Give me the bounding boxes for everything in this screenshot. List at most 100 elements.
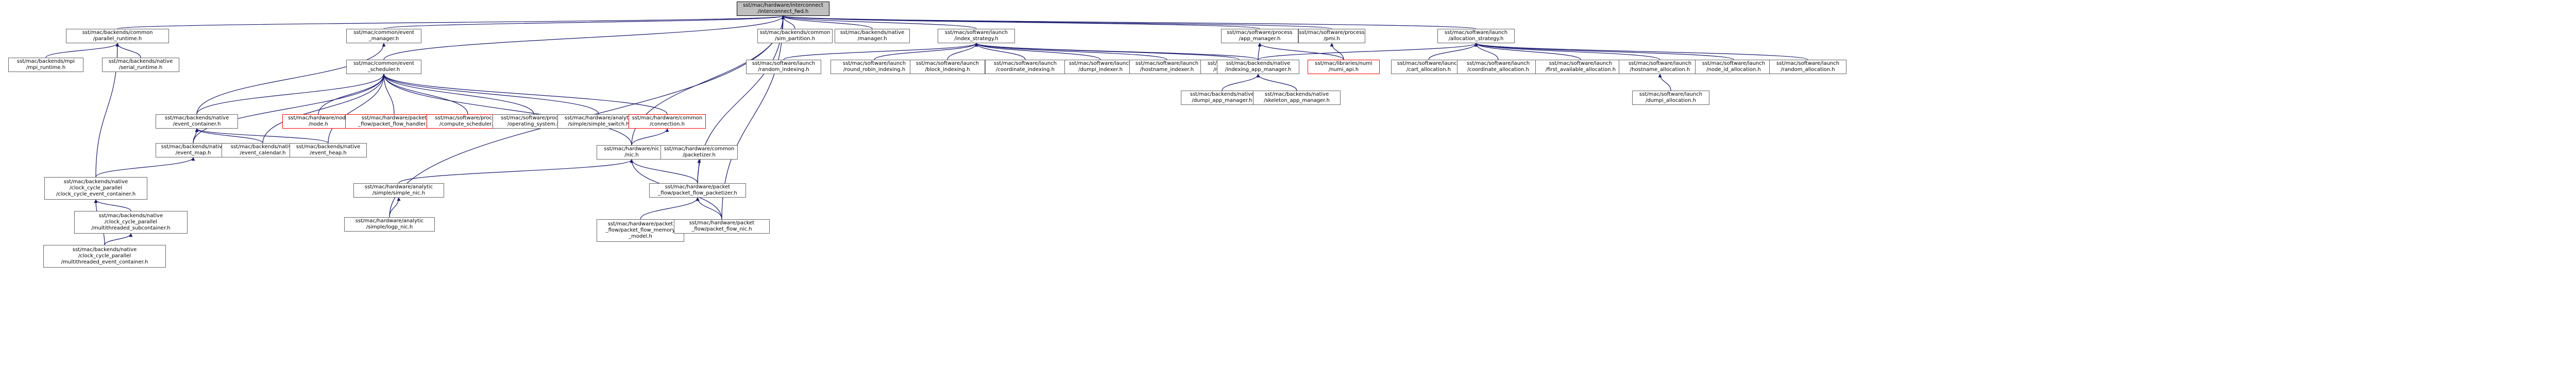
node-label-line: sst/mac/hardware/packet bbox=[607, 221, 673, 227]
node-label-line: sst/mac/software/launch bbox=[1628, 61, 1692, 66]
node-dam[interactable]: sst/mac/backends/native/dumpi_app_manage… bbox=[1181, 91, 1263, 105]
node-label-line: sst/mac/hardware/packet bbox=[689, 220, 755, 226]
node-didx[interactable]: sst/mac/software/launch/dumpi_indexer.h bbox=[1064, 60, 1137, 74]
node-hwnode[interactable]: sst/mac/hardware/node/node.h bbox=[282, 114, 354, 129]
node-dumpialloc[interactable]: sst/mac/software/launch/dumpi_allocation… bbox=[1632, 91, 1709, 105]
node-nativemgr[interactable]: sst/mac/backends/native/manager.h bbox=[835, 29, 910, 43]
node-label-line: /coordinate_allocation.h bbox=[1467, 67, 1529, 73]
edge-evsched-to-root bbox=[383, 15, 785, 60]
node-ssw[interactable]: sst/mac/hardware/analytic/simple/simple_… bbox=[557, 114, 640, 129]
node-label-line: /operating_system.h bbox=[507, 121, 561, 127]
node-hidx[interactable]: sst/mac/software/launch/hostname_indexer… bbox=[1129, 60, 1205, 74]
node-mts[interactable]: sst/mac/backends/native/clock_cycle_para… bbox=[74, 211, 188, 234]
node-label-line: _model.h bbox=[629, 234, 652, 239]
edge-appmgr-to-root bbox=[781, 15, 1260, 29]
node-pr[interactable]: sst/mac/backends/common/parallel_runtime… bbox=[66, 29, 169, 43]
node-nim[interactable]: sst/mac/backends/native/indexing_app_man… bbox=[1217, 60, 1299, 74]
node-serial[interactable]: sst/mac/backends/native/serial_runtime.h bbox=[102, 58, 179, 72]
node-root[interactable]: sst/mac/hardware/interconnect/interconne… bbox=[737, 2, 829, 16]
node-ccp[interactable]: sst/mac/backends/native/clock_cycle_para… bbox=[44, 177, 147, 200]
edge-hwnode-to-evsched bbox=[318, 74, 386, 115]
node-idxstrat[interactable]: sst/mac/software/launch/index_strategy.h bbox=[938, 29, 1015, 43]
node-label-line: sst/mac/software/launch bbox=[1549, 61, 1613, 66]
node-conn[interactable]: sst/mac/hardware/common/connection.h bbox=[629, 114, 706, 129]
node-evheap[interactable]: sst/mac/backends/native/event_heap.h bbox=[290, 143, 367, 157]
node-label-line: sst/mac/hardware/common bbox=[664, 146, 735, 152]
node-label-line: /skeleton_app_manager.h bbox=[1264, 98, 1330, 103]
node-label-line: /dumpi_app_manager.h bbox=[1192, 98, 1252, 103]
node-nic[interactable]: sst/mac/hardware/nic/nic.h bbox=[597, 145, 667, 160]
node-mpiru[interactable]: sst/mac/backends/mpi/mpi_runtime.h bbox=[8, 58, 83, 72]
node-mtec[interactable]: sst/mac/backends/native/clock_cycle_para… bbox=[43, 245, 166, 268]
edge-dumpialloc-to-hostalloc bbox=[1658, 74, 1671, 91]
node-simpart[interactable]: sst/mac/backends/common/sim_partition.h bbox=[757, 29, 833, 43]
node-coordalloc[interactable]: sst/mac/software/launch/coordinate_alloc… bbox=[1457, 60, 1539, 74]
node-label-line: /connection.h bbox=[650, 121, 685, 127]
node-label-line: /serial_runtime.h bbox=[118, 65, 163, 70]
node-pmi[interactable]: sst/mac/software/process/pmi.h bbox=[1298, 29, 1365, 43]
node-label-line: sst/mac/hardware/node bbox=[288, 115, 349, 121]
node-nodealloc[interactable]: sst/mac/software/launch/node_id_allocati… bbox=[1695, 60, 1772, 74]
node-label-line: sst/mac/software/launch bbox=[1444, 30, 1508, 36]
edge-firstalloc-to-allocstrat bbox=[1474, 43, 1581, 60]
node-label-line: /node_id_allocation.h bbox=[1706, 67, 1761, 73]
edge-nic-to-evsched bbox=[382, 74, 632, 146]
node-simplenic[interactable]: sst/mac/hardware/analytic/simple/simple_… bbox=[353, 183, 444, 198]
node-evmgr[interactable]: sst/mac/common/event_manager.h bbox=[346, 29, 421, 43]
edge-evheap-to-evcont bbox=[195, 128, 329, 144]
node-evmap[interactable]: sst/mac/backends/native/event_map.h bbox=[156, 143, 231, 157]
node-numi[interactable]: sst/mac/libraries/numi/numi_api.h bbox=[1308, 60, 1380, 74]
node-firstalloc[interactable]: sst/mac/software/launch/first_available_… bbox=[1535, 60, 1626, 74]
node-label-line: /round_robin_indexing.h bbox=[843, 67, 906, 73]
edge-mpiru-to-pr bbox=[45, 43, 120, 58]
node-label-line: /parallel_runtime.h bbox=[93, 36, 142, 42]
node-label-line: /simple/simple_switch.h bbox=[568, 121, 630, 127]
node-label-line: sst/mac/backends/native bbox=[98, 213, 163, 219]
edge-compsched-to-evsched bbox=[382, 74, 468, 115]
node-label-line: /pmi.h bbox=[1324, 36, 1340, 42]
node-pfmem[interactable]: sst/mac/hardware/packet_flow/packet_flow… bbox=[597, 219, 684, 242]
edge-ridx-to-idxstrat bbox=[783, 43, 978, 60]
node-label-line: _flow/packet_flow_memory bbox=[605, 227, 675, 233]
edge-pfh-to-evsched bbox=[382, 74, 395, 115]
node-label-line: sst/mac/software/process bbox=[501, 115, 567, 121]
edge-dam-to-nim bbox=[1222, 74, 1260, 91]
edge-conn-to-evsched bbox=[382, 74, 668, 115]
node-label-line: sst/mac/backends/native bbox=[230, 144, 295, 150]
node-label-line: /first_available_allocation.h bbox=[1545, 67, 1616, 73]
node-pfpktz[interactable]: sst/mac/hardware/packet_flow/packet_flow… bbox=[649, 183, 746, 198]
node-label-line: /app_manager.h bbox=[1239, 36, 1281, 42]
node-randalloc[interactable]: sst/mac/software/launch/random_allocatio… bbox=[1769, 60, 1846, 74]
edge-hidx-to-idxstrat bbox=[974, 43, 1167, 60]
node-bidx[interactable]: sst/mac/software/launch/block_indexing.h bbox=[910, 60, 985, 74]
node-label-line: /random_indexing.h bbox=[758, 67, 809, 73]
node-hostalloc[interactable]: sst/mac/software/launch/hostname_allocat… bbox=[1619, 60, 1701, 74]
edge-ccp-to-evmap bbox=[95, 157, 195, 178]
node-label-line: /clock_cycle_parallel bbox=[78, 253, 131, 259]
node-label-line: /packetizer.h bbox=[683, 152, 716, 158]
node-label-line: /event_container.h bbox=[173, 121, 221, 127]
node-label-line: /sim_partition.h bbox=[774, 36, 816, 42]
node-pfnic[interactable]: sst/mac/hardware/packet_flow/packet_flow… bbox=[674, 219, 770, 234]
node-cartalloc[interactable]: sst/mac/software/launch/cart_allocation.… bbox=[1391, 60, 1466, 74]
node-label-line: /simple/simple_nic.h bbox=[372, 190, 425, 196]
node-label-line: _flow/packet_flow_packetizer.h bbox=[658, 190, 737, 196]
node-ridx[interactable]: sst/mac/software/launch/random_indexing.… bbox=[746, 60, 821, 74]
node-logp[interactable]: sst/mac/hardware/analytic/simple/logp_ni… bbox=[344, 217, 435, 232]
edge-skam-to-nim bbox=[1256, 74, 1297, 91]
node-label-line: sst/mac/hardware/packet bbox=[665, 184, 731, 190]
node-allocstrat[interactable]: sst/mac/software/launch/allocation_strat… bbox=[1437, 29, 1515, 43]
node-evsched[interactable]: sst/mac/common/event_scheduler.h bbox=[346, 60, 421, 74]
node-skam[interactable]: sst/mac/backends/native/skeleton_app_man… bbox=[1253, 91, 1341, 105]
node-rridx[interactable]: sst/mac/software/launch/round_robin_inde… bbox=[831, 60, 918, 74]
node-label-line: sst/mac/libraries/numi bbox=[1315, 61, 1372, 66]
node-label-line: sst/mac/software/process bbox=[435, 115, 501, 121]
node-cidx[interactable]: sst/mac/software/launch/coordinate_index… bbox=[985, 60, 1065, 74]
node-label-line: sst/mac/backends/common bbox=[82, 30, 153, 36]
edge-ssw-to-evsched bbox=[382, 74, 599, 115]
edge-pr-to-root bbox=[117, 15, 785, 29]
node-appmgr[interactable]: sst/mac/software/process/app_manager.h bbox=[1221, 29, 1298, 43]
node-evcont[interactable]: sst/mac/backends/native/event_container.… bbox=[156, 114, 238, 129]
node-pktz[interactable]: sst/mac/hardware/common/packetizer.h bbox=[660, 145, 738, 160]
node-label-line: sst/mac/backends/native bbox=[108, 59, 173, 64]
